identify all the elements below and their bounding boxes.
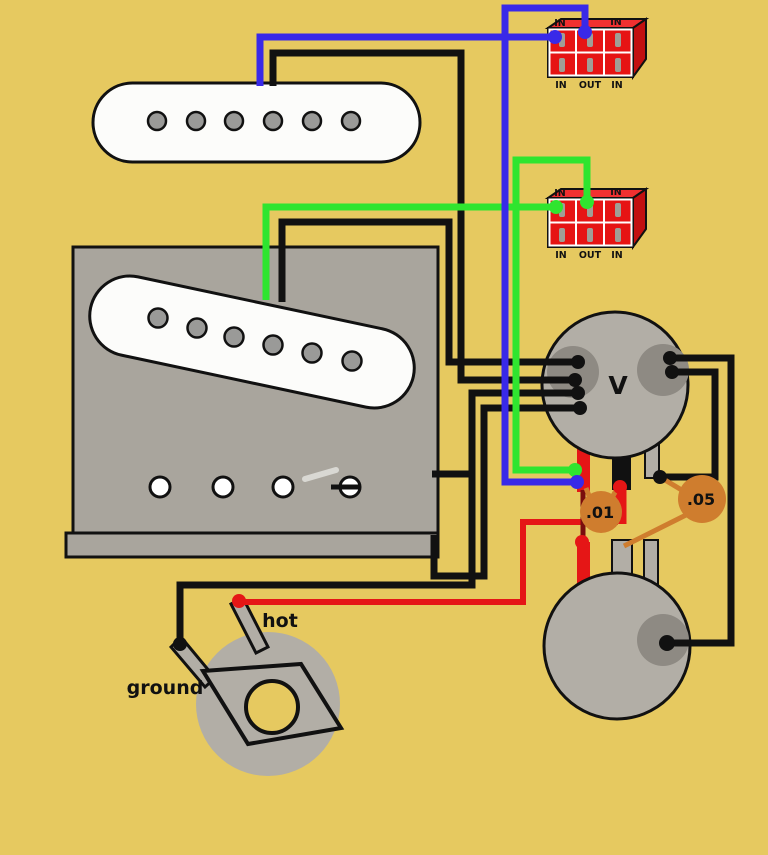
bridge-pickup-cover: [88, 274, 416, 410]
bridge-pickup-poles: [147, 307, 363, 372]
volume-terminal-1: [571, 355, 585, 369]
bridge-pickup: [88, 274, 416, 410]
volume-right-terminal-1: [663, 351, 677, 365]
switch-1-bottom-label-in1: IN: [555, 80, 567, 91]
switch-2-out-wire: [512, 156, 591, 474]
volume-terminal-2: [568, 373, 582, 387]
output-jack: [168, 595, 345, 776]
bridge-plate: [64, 245, 440, 559]
pole-piece: [301, 342, 323, 364]
capacitor-01: [580, 491, 622, 533]
volume-to-tone-casing-wire: [670, 354, 735, 647]
pole-piece: [146, 110, 168, 132]
volume-terminal-3: [571, 386, 585, 400]
neck-pickup-hot-wire: [256, 33, 552, 86]
capacitors: .01 .05: [580, 474, 726, 549]
jack-hole: [244, 679, 300, 735]
switch-2-out-joint: [580, 195, 594, 209]
tone-lug-joint: [575, 535, 589, 549]
neck-pickup-poles: [146, 110, 362, 132]
pole-piece: [223, 326, 245, 348]
pole-piece: [340, 110, 362, 132]
switch-1: IN IN IN OUT IN: [544, 17, 650, 91]
screwdriver-shaft: [302, 467, 339, 482]
volume-pot: V: [540, 310, 690, 460]
capacitor-05-label: .05: [687, 490, 715, 509]
green-solder-dots: [549, 195, 594, 477]
volume-lug-blue-joint: [570, 475, 584, 489]
bridge-pickup-hot-wire: [262, 203, 553, 300]
jack-ground-joint: [173, 637, 187, 651]
capacitor-01-label: .01: [586, 503, 614, 522]
volume-right-lug-joint: [653, 470, 667, 484]
switch-1-top-label-right: IN: [610, 17, 622, 28]
switch-1-slugs: [559, 33, 621, 72]
black-solder-dots: [173, 351, 679, 651]
tone-casing-joint: [659, 635, 675, 651]
volume-wiper-joint: [613, 480, 627, 494]
cap-05-lead-bottom: [622, 511, 690, 549]
pole-piece: [301, 110, 323, 132]
volume-pot-label: V: [608, 371, 628, 400]
neck-pickup-ground-wire: [269, 49, 572, 384]
switch-1-top-label-left: IN: [554, 18, 566, 29]
ground-label: ground: [127, 677, 204, 699]
capacitor-05: [678, 475, 726, 523]
switch-1-out-joint: [578, 25, 592, 39]
hot-label: hot: [262, 610, 298, 632]
volume-lug-green-joint: [568, 463, 582, 477]
switch-2-bottom-label-out: OUT: [579, 250, 602, 261]
neck-pickup-cover: [91, 81, 422, 164]
volume-right-terminal-2: [665, 365, 679, 379]
switch-1-out-wire: [501, 4, 589, 486]
pole-piece: [262, 110, 284, 132]
bridge-pickup-ground-wire: [278, 218, 572, 366]
volume-right-lug-wire: [663, 368, 719, 481]
pole-piece: [223, 110, 245, 132]
jack-hot-wire: [241, 519, 618, 605]
screw-hole: [211, 475, 235, 499]
screw-hole: [148, 475, 172, 499]
pole-piece: [147, 307, 169, 329]
switch-1-bottom-label-out: OUT: [579, 80, 602, 91]
red-solder-dots: [232, 480, 627, 608]
pole-piece: [262, 334, 284, 356]
switch-1-in-joint: [548, 30, 562, 44]
screw-hole: [271, 475, 295, 499]
switch-1-bottom-label-in2: IN: [611, 80, 623, 91]
pole-piece: [186, 317, 208, 339]
switch-1-grid: [548, 28, 633, 77]
pole-piece: [341, 350, 363, 372]
volume-terminal-4: [573, 401, 587, 415]
bridge-plate-lip: [64, 531, 440, 559]
switch-2-top-label-right: IN: [610, 187, 622, 198]
green-wires: [262, 156, 591, 474]
switch-2-in-joint: [549, 200, 563, 214]
bridge-screw-holes: [148, 475, 362, 499]
switch-2-top-label-left: IN: [554, 188, 566, 199]
blue-wires: [256, 4, 589, 486]
switch-2-bottom-label-in2: IN: [611, 250, 623, 261]
jack-hot-joint: [232, 594, 246, 608]
pole-piece: [185, 110, 207, 132]
neck-pickup: [91, 81, 422, 164]
switch-2-bottom-label-in1: IN: [555, 250, 567, 261]
blue-solder-dots: [548, 25, 592, 489]
